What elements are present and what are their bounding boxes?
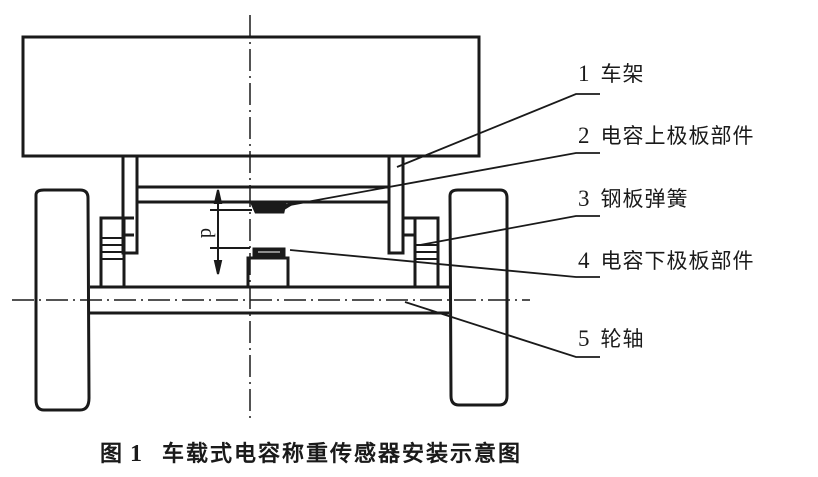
callout-number: 5 bbox=[578, 326, 591, 351]
dimension-d bbox=[210, 189, 252, 275]
leader-line-5 bbox=[404, 301, 600, 358]
callout-4: 4 电容下极板部件 bbox=[578, 245, 755, 275]
figure-title: 车载式电容称重传感器安装示意图 bbox=[162, 442, 523, 467]
callout-5: 5 轮轴 bbox=[578, 323, 645, 353]
callout-3: 3 钢板弹簧 bbox=[578, 183, 689, 213]
callout-text: 轮轴 bbox=[600, 327, 645, 351]
dimension-label: d bbox=[196, 228, 218, 238]
callout-number: 1 bbox=[578, 61, 591, 86]
callout-text: 电容下极板部件 bbox=[600, 249, 755, 273]
right-wheel bbox=[448, 188, 509, 407]
right-leaf-spring bbox=[403, 216, 440, 289]
callout-number: 4 bbox=[578, 248, 591, 273]
figure-number: 1 bbox=[130, 441, 145, 467]
figure-prefix: 图 bbox=[100, 442, 125, 467]
vehicle-frame bbox=[21, 35, 481, 158]
callout-number: 2 bbox=[578, 123, 591, 148]
right-frame-post bbox=[387, 154, 405, 255]
leader-line-2 bbox=[289, 152, 600, 206]
left-wheel bbox=[34, 188, 91, 412]
callout-text: 电容上极板部件 bbox=[600, 124, 755, 148]
callout-1: 1 车架 bbox=[578, 58, 645, 88]
callout-text: 车架 bbox=[600, 62, 645, 86]
upper-capacitor-plate bbox=[249, 200, 299, 214]
leader-line-3 bbox=[419, 215, 600, 246]
leader-line-1 bbox=[396, 93, 600, 168]
leader-line-4 bbox=[289, 249, 600, 278]
callout-number: 3 bbox=[578, 186, 591, 211]
left-frame-post bbox=[121, 154, 139, 255]
callout-2: 2 电容上极板部件 bbox=[578, 120, 755, 150]
lower-capacitor-plate bbox=[246, 247, 290, 289]
callout-text: 钢板弹簧 bbox=[600, 187, 689, 211]
